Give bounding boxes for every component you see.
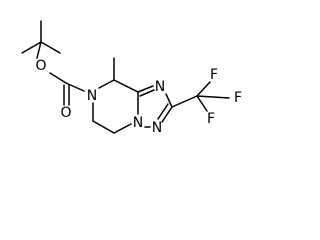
atom-ester-oxygen: O (35, 58, 46, 74)
bond-c2-n3-double-b (157, 103, 169, 120)
atom-carbonyl-oxygen: O (60, 105, 71, 121)
bond-n7-c8 (98, 79, 115, 89)
bond-c8a-n1-double-b (139, 89, 155, 97)
bond-cf3-f-bottom (196, 95, 208, 112)
atom-fluorine-top: F (210, 67, 218, 83)
bond-cf3-f-right (196, 95, 230, 99)
bond-c8a-n1-double-a (137, 85, 154, 93)
bond-carbonyl-to-nitrogen (65, 82, 85, 92)
bond-tbu-methyl-3 (40, 41, 61, 54)
bond-c8-c8a (113, 79, 139, 93)
bond-n1-c2 (165, 93, 173, 108)
bond-c6-c5 (92, 120, 115, 134)
atom-fluorine-bottom: F (207, 111, 215, 127)
bond-tbu-to-oxygen (36, 41, 42, 59)
bond-oxygen-to-carbonyl (49, 72, 67, 84)
atom-ring-nitrogen-7: N (87, 88, 97, 104)
bond-c2-cf3 (171, 95, 198, 108)
molecule-structure: O O N N N N F F F (21, 20, 242, 136)
bond-c5-n4 (113, 123, 132, 134)
atom-fluorine-right: F (234, 90, 242, 106)
atom-triazole-nitrogen-4: N (133, 115, 143, 131)
atom-triazole-nitrogen-2: N (152, 120, 162, 136)
atom-triazole-nitrogen-1: N (155, 79, 165, 95)
bond-tbu-methyl-2 (21, 41, 42, 54)
bond-cf3-f-top (196, 81, 211, 97)
bond-c2-n3-double-a (161, 106, 173, 123)
